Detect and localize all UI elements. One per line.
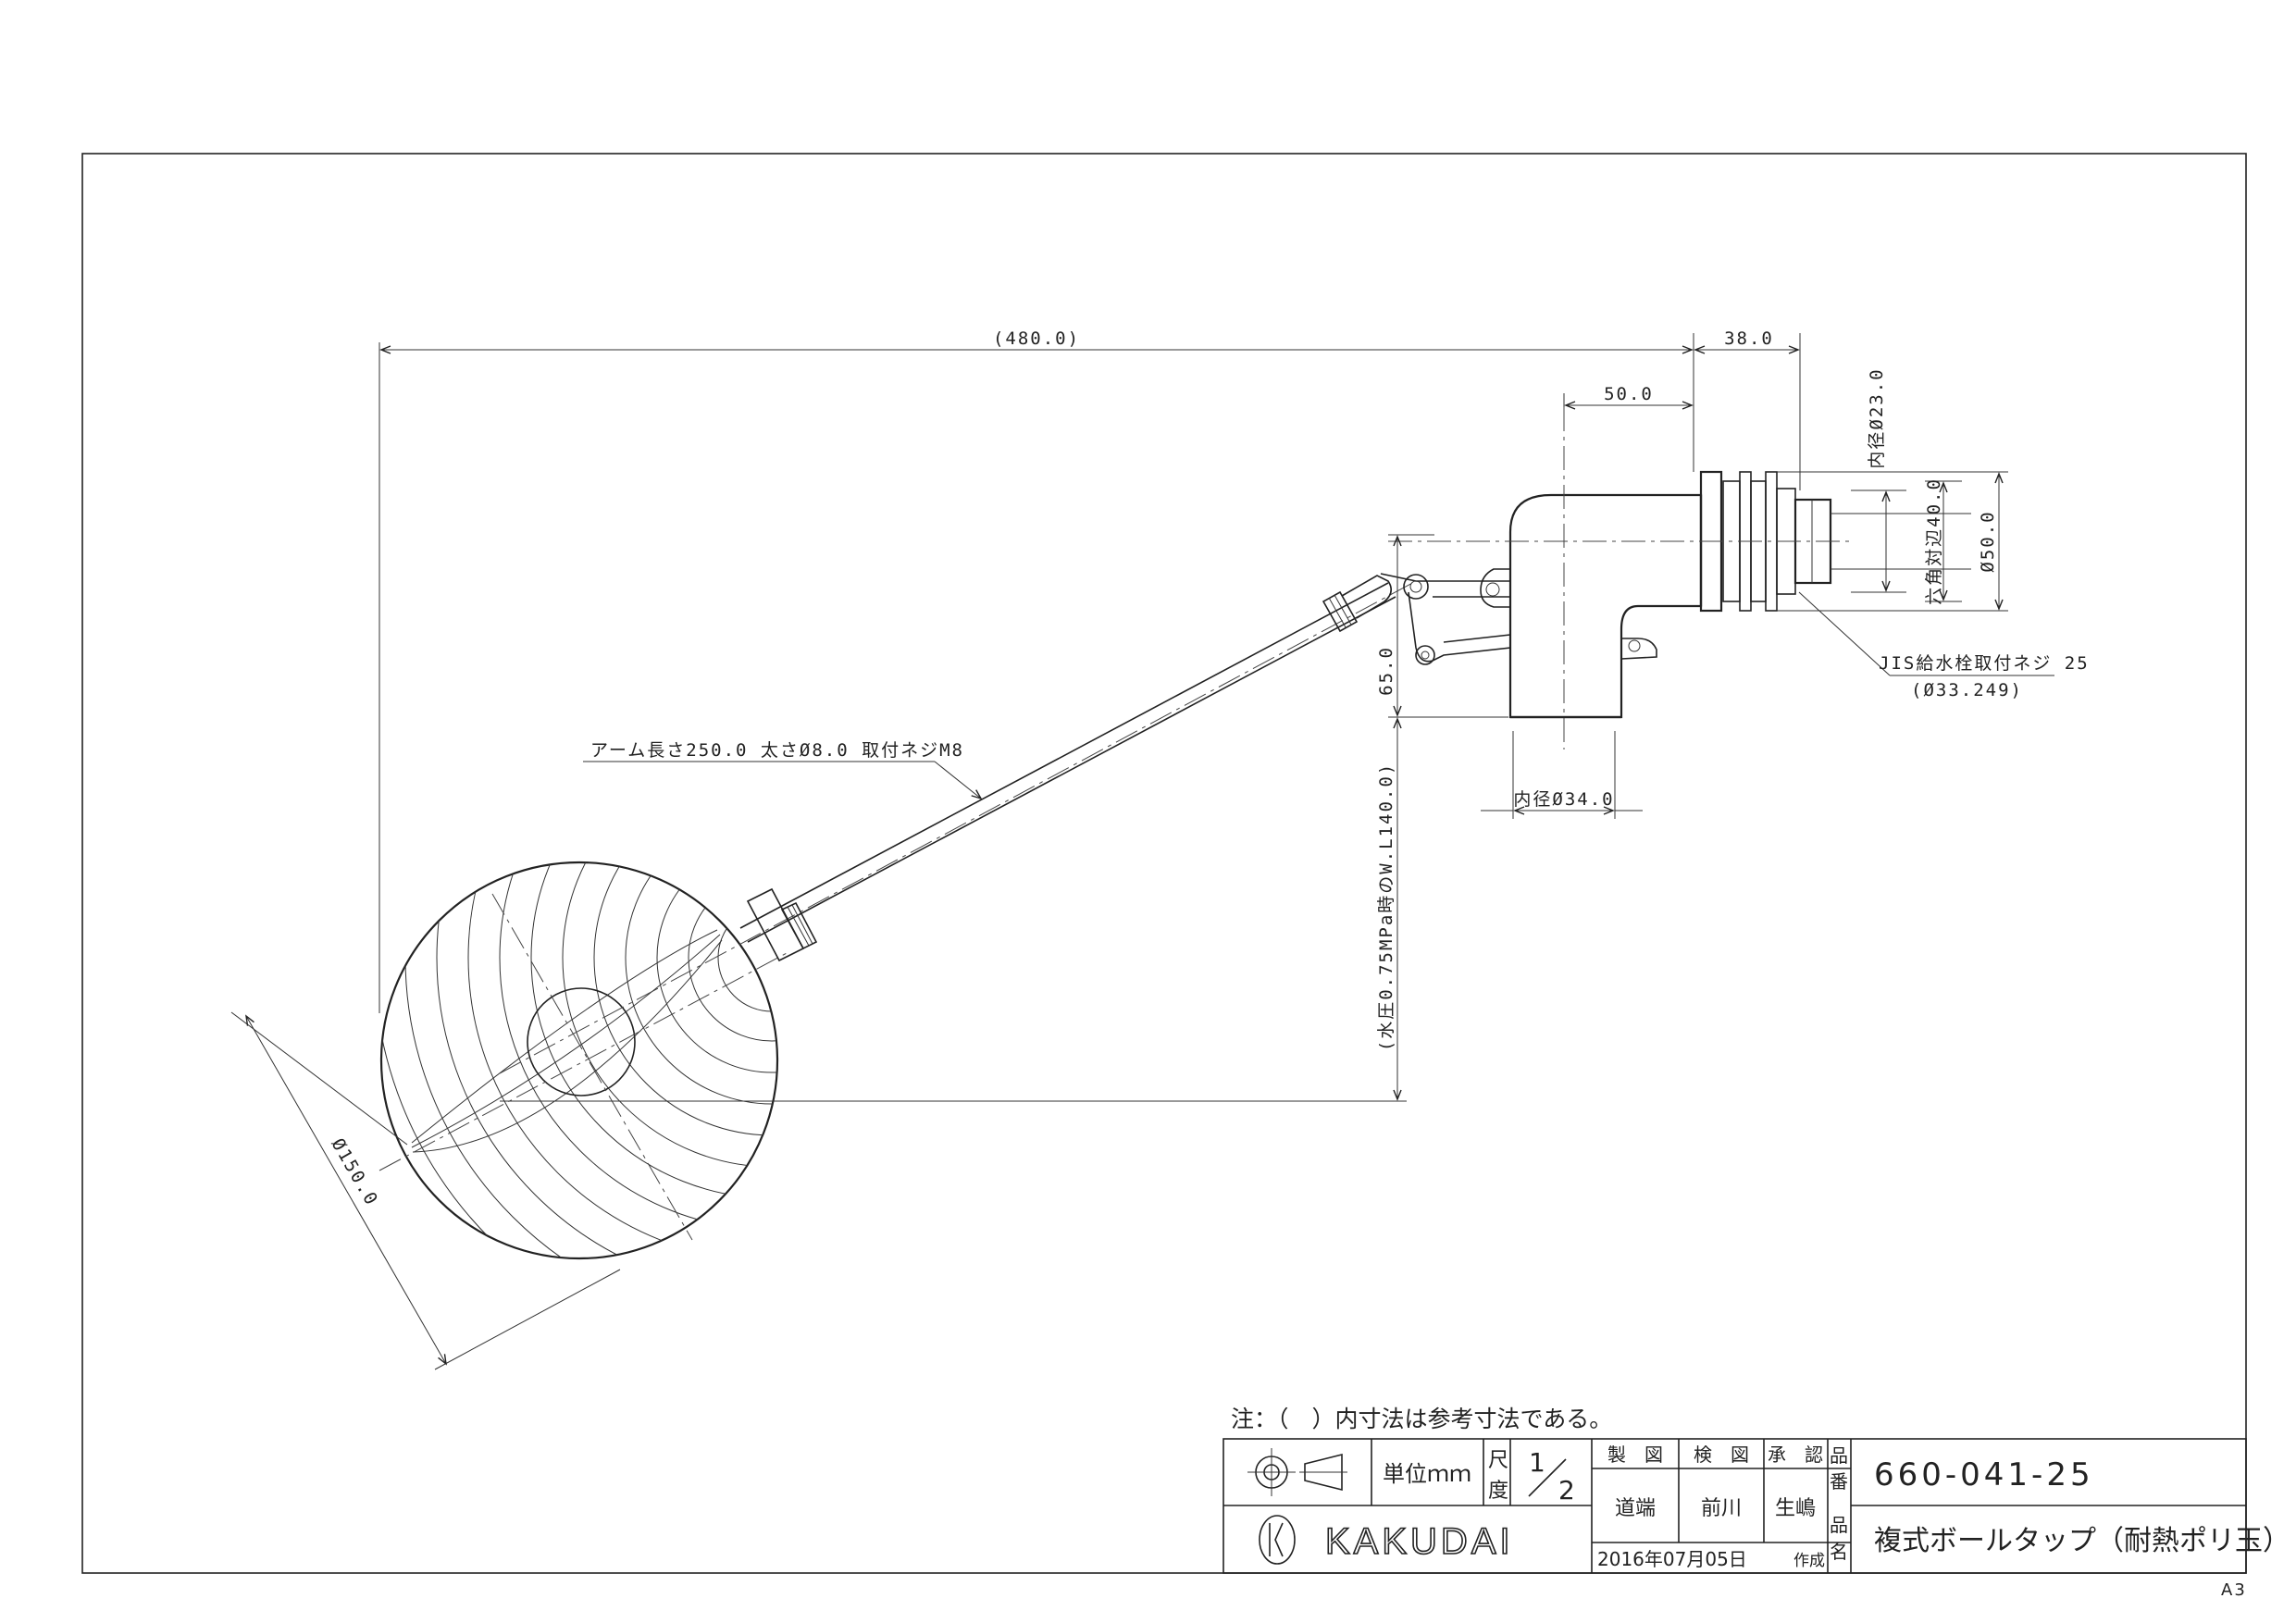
thread-label: JIS給水栓取付ネジ 25 xyxy=(1879,653,2090,674)
arm-label: アーム長さ250.0 太さØ8.0 取付ネジM8 xyxy=(590,740,964,761)
kakudai-logo: KAKUDAI xyxy=(1259,1515,1514,1565)
dim-ball-dia: Ø150.0 xyxy=(328,1135,382,1210)
name-label-2: 名 xyxy=(1830,1541,1848,1563)
dim-overall-length: (480.0) xyxy=(993,328,1080,349)
sheet-border xyxy=(81,153,2247,1574)
title-block: 単位ｍｍ 尺 度 1 2 製 図 検 図 承 認 道端 前川 生嶋 2016年0… xyxy=(1222,1438,2290,1574)
dim-water-level: (水圧0.75MPa時のW.L140.0) xyxy=(1376,762,1396,1051)
dim-hex-across: 六角対辺40.0 xyxy=(1924,477,1944,605)
dimensions: (480.0) 38.0 50.0 内径Ø23.0 六角対辺40.0 Ø50.0… xyxy=(230,328,2090,1370)
dim-height: 65.0 xyxy=(1376,646,1396,696)
scale-label-2: 度 xyxy=(1488,1480,1508,1503)
thread-dia-label: (Ø33.249) xyxy=(1911,680,2023,700)
reference-note: 注：（ ）内寸法は参考寸法である。 xyxy=(1231,1406,1612,1432)
dim-outlet-inner-dia: 内径Ø34.0 xyxy=(1513,789,1614,810)
company-name: KAKUDAI xyxy=(1325,1521,1514,1562)
part-no-label-1: 品 xyxy=(1830,1444,1848,1467)
checked-label: 検 図 xyxy=(1694,1443,1749,1466)
ball-float xyxy=(379,861,788,1260)
float-arm xyxy=(499,575,1417,1074)
drawing-date: 2016年07月05日 xyxy=(1597,1548,1747,1570)
scale-numerator: 1 xyxy=(1529,1447,1545,1478)
product-name: 複式ボールタップ（耐熱ポリ玉） xyxy=(1874,1525,2290,1557)
approved-by: 生嶋 xyxy=(1775,1497,1816,1520)
valve-body xyxy=(1380,407,1971,750)
name-label-1: 品 xyxy=(1830,1514,1848,1536)
projection-symbol-icon xyxy=(1247,1448,1347,1496)
dim-offset: 50.0 xyxy=(1604,384,1654,404)
dim-outer-dia: Ø50.0 xyxy=(1978,510,1998,572)
dim-body-length: 38.0 xyxy=(1724,328,1774,349)
part-number: 660-041-25 xyxy=(1874,1456,2094,1493)
drawn-by: 道端 xyxy=(1615,1497,1656,1520)
sheet-size: A3 xyxy=(2221,1580,2247,1600)
scale-label-1: 尺 xyxy=(1488,1449,1508,1472)
dim-inner-dia-top: 内径Ø23.0 xyxy=(1867,367,1887,468)
approved-label: 承 認 xyxy=(1768,1443,1823,1466)
part-no-label-2: 番 xyxy=(1830,1470,1848,1493)
scale-denominator: 2 xyxy=(1558,1475,1575,1505)
created-label: 作成 xyxy=(1793,1552,1825,1570)
checked-by: 前川 xyxy=(1701,1497,1742,1520)
unit-label: 単位ｍｍ xyxy=(1383,1461,1471,1487)
drawn-label: 製 図 xyxy=(1607,1443,1663,1466)
